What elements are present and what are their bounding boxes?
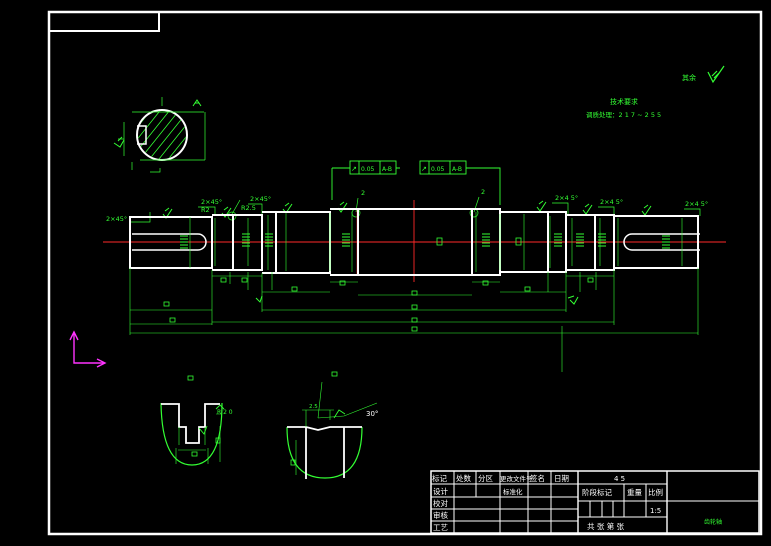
- keyway-section-left: [160, 375, 225, 466]
- tb-process: 工艺: [433, 523, 448, 532]
- runout-2-value: 0.05: [431, 166, 445, 173]
- tb-drawing-name: 齿轮轴: [704, 518, 722, 526]
- tb-stage-mark: 阶段标记: [582, 487, 612, 497]
- radius-r2: R2: [201, 206, 210, 214]
- callout-2-right: 2: [481, 188, 485, 196]
- shaft-outline: [129, 208, 699, 276]
- tb-std: 标准化: [503, 487, 523, 496]
- runout-2-symbol: ↗: [421, 165, 427, 173]
- drawing-border: [47, 10, 763, 536]
- runout-1-value: 0.05: [361, 166, 375, 173]
- tb-scale-value: 1:5: [650, 507, 661, 515]
- tb-review: 审核: [433, 510, 448, 520]
- chamfer-right-2: 2×4 5°: [600, 198, 623, 206]
- section-left-note: R 2 0: [217, 409, 233, 416]
- runout-frame-1: [331, 160, 400, 200]
- tb-header-5: 日期: [554, 474, 569, 483]
- runout-1-symbol: ↗: [351, 165, 357, 173]
- chamfer-right-end: 2×4 5°: [685, 200, 708, 208]
- tb-header-2: 分区: [478, 474, 493, 483]
- chamfer-right-1: 2×4 5°: [555, 194, 578, 202]
- tb-header-0: 标记: [432, 473, 447, 483]
- hatch-marks: [180, 233, 670, 249]
- tb-design: 设计: [433, 486, 448, 496]
- runout-2-datum: A-B: [452, 166, 462, 173]
- dimension-value-marks: [163, 277, 594, 332]
- tb-sheets: 共 张 第 张: [587, 521, 625, 531]
- runout-1-datum: A-B: [382, 166, 392, 173]
- chamfer-left-end: 2×45°: [106, 215, 127, 223]
- tb-check: 校对: [433, 498, 448, 508]
- dimension-lines: [129, 268, 699, 372]
- runout-frame-2: [419, 160, 501, 205]
- radius-r2-5: R2.5: [241, 204, 256, 212]
- roughness-marks-bottom: [255, 295, 579, 305]
- tech-notes-heading: 技术要求: [610, 97, 638, 106]
- tb-weight: 重量: [627, 488, 642, 497]
- shaft-detail-lines: [189, 212, 683, 272]
- tb-header-1: 处数: [456, 473, 471, 483]
- chamfer-left-1: 2×45°: [201, 198, 222, 206]
- ucs-axis-icon: [69, 330, 107, 368]
- roughness-rest-label: 其余: [682, 73, 696, 82]
- tb-material: 4 5: [614, 475, 625, 483]
- circular-section-view: [113, 97, 206, 173]
- callout-2-left: 2: [361, 189, 365, 197]
- keyways: [132, 233, 700, 251]
- roughness-symbol-icon: [707, 65, 725, 84]
- keyway-section-right: [286, 371, 378, 479]
- gear-mark-right: [515, 237, 522, 246]
- title-block: [430, 470, 760, 534]
- gear-mark-left: [436, 237, 443, 246]
- corner-tab: [48, 11, 160, 32]
- tb-header-3: 更改文件号: [500, 474, 533, 483]
- tech-notes-line: 调质处理：2 1 7 ~ 2 5 5: [586, 110, 661, 119]
- tb-scale: 比例: [648, 487, 663, 497]
- tb-header-4: 签名: [530, 473, 545, 483]
- section-right-angle: 30°: [366, 410, 378, 418]
- chamfer-left-2: 2×45°: [250, 195, 271, 203]
- section-right-dim: 2.5: [309, 404, 318, 410]
